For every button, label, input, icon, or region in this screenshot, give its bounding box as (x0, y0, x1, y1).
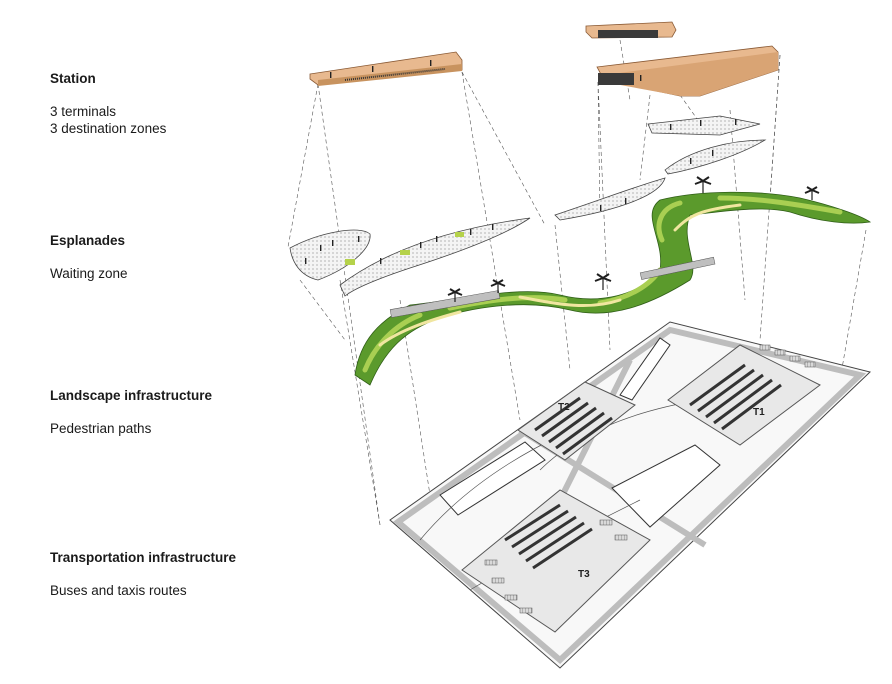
esplanade-upper-right-small (647, 115, 761, 136)
layer-desc-landscape-1: Pedestrian paths (50, 421, 152, 436)
esplanade-left-small (289, 229, 371, 281)
terminal-block-t3 (461, 489, 651, 633)
layer-desc-transportation-1: Buses and taxis routes (50, 583, 187, 598)
layer-title-station: Station (50, 71, 96, 86)
terminal-label-t2: T2 (558, 402, 570, 413)
legend-transportation: Transportation infrastructure Buses and … (50, 550, 236, 599)
legend-landscape: Landscape infrastructure Pedestrian path… (50, 388, 212, 437)
esplanade-left-large (339, 217, 531, 297)
pedestrian-figures (305, 60, 737, 264)
layer-title-landscape: Landscape infrastructure (50, 388, 213, 403)
layer-desc-esplanades-1: Waiting zone (50, 266, 128, 281)
terminal-block-t1 (667, 344, 821, 446)
layer-desc-station-2: 3 destination zones (50, 121, 167, 136)
station-roof-left (309, 51, 463, 86)
legend-station: Station 3 terminals 3 destination zones (50, 71, 166, 137)
terminal-label-t3: T3 (578, 569, 590, 580)
layer-title-transportation: Transportation infrastructure (50, 550, 237, 565)
station-roof-main-right (596, 45, 779, 97)
esplanade-upper-right-curve (664, 139, 767, 175)
terminal-label-t1: T1 (753, 407, 765, 418)
layer-title-esplanades: Esplanades (50, 233, 126, 248)
palm-trees (447, 176, 820, 302)
terminal-block-t2 (517, 381, 636, 461)
station-roof-top-right (585, 21, 677, 39)
layer-desc-station-1: 3 terminals (50, 104, 117, 119)
landscape-ribbon (354, 191, 872, 386)
esplanade-center (554, 177, 666, 221)
legend-esplanades: Esplanades Waiting zone (50, 233, 128, 282)
